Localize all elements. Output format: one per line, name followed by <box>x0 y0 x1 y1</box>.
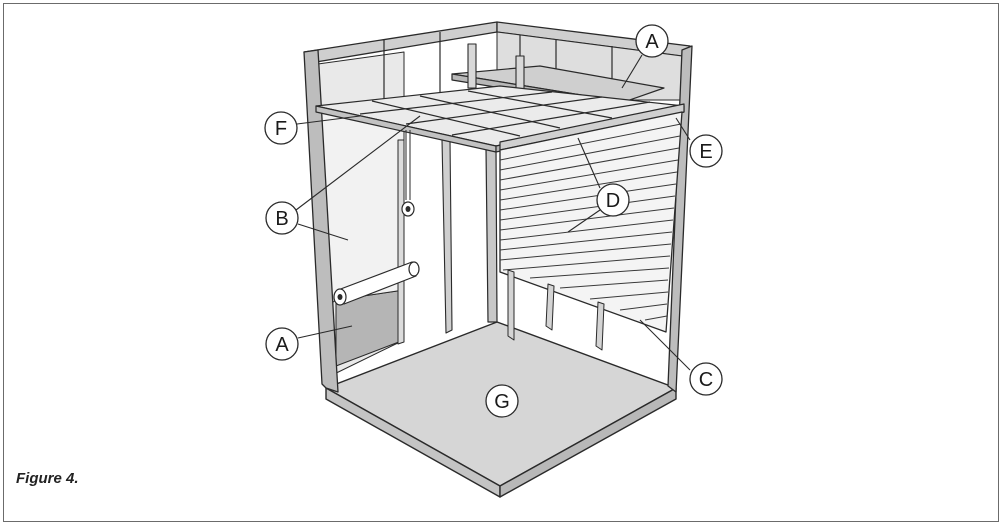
callout-b: B <box>265 201 299 235</box>
svg-text:G: G <box>494 391 510 413</box>
svg-text:E: E <box>699 141 712 163</box>
vapour-barrier-roll <box>401 130 415 217</box>
figure-caption: Figure 4. <box>16 470 79 487</box>
callout-f: F <box>264 111 298 145</box>
callout-c: C <box>689 362 723 396</box>
callout-d: D <box>596 183 630 217</box>
wall-paneling <box>499 111 683 351</box>
callout-a-bottom: A <box>265 327 299 361</box>
callout-a-top: A <box>635 24 669 58</box>
svg-text:D: D <box>606 190 620 212</box>
callout-g: G <box>485 384 519 418</box>
svg-text:F: F <box>275 118 287 140</box>
svg-text:C: C <box>699 369 713 391</box>
callout-e: E <box>689 134 723 168</box>
ceiling-joists <box>315 85 685 153</box>
leader-lines <box>295 54 691 371</box>
svg-text:B: B <box>275 208 288 230</box>
insulation-roll <box>333 261 420 306</box>
svg-text:A: A <box>645 31 659 53</box>
svg-text:A: A <box>275 334 289 356</box>
